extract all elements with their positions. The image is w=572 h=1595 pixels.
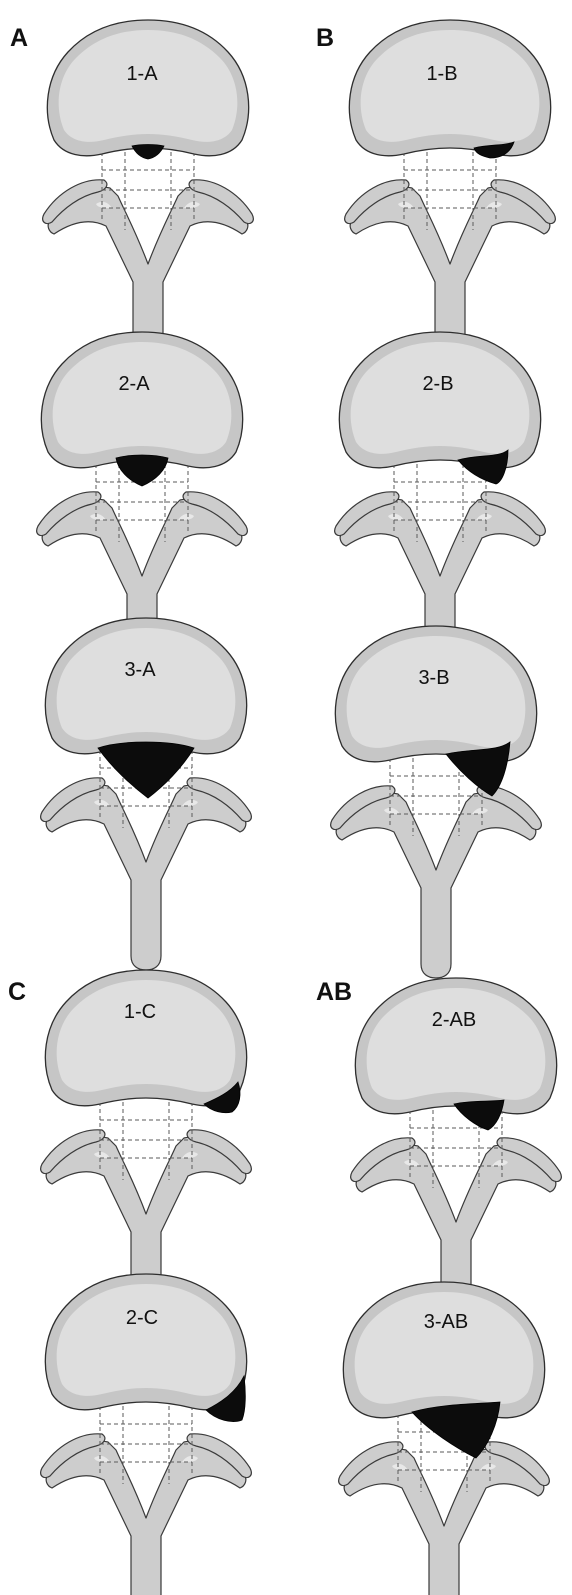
diagram-label: 3-A — [124, 659, 156, 681]
diagram-label: 2-A — [118, 373, 150, 395]
diagram-label: 1-B — [426, 63, 457, 85]
diagram-label: 2-B — [422, 373, 453, 395]
vertebra-diagram: 1-A — [43, 20, 254, 372]
vertebra-diagram: 2-AB — [351, 978, 562, 1330]
panel-label-ab: AB — [316, 978, 352, 1006]
vertebra-diagram: 1-B — [345, 20, 556, 372]
diagram-label: 3-AB — [424, 1311, 468, 1333]
vertebra-diagram: 3-AB — [339, 1282, 550, 1595]
diagram-label: 2-AB — [432, 1009, 476, 1031]
vertebra-diagram: 3-B — [331, 626, 542, 978]
vertebra-diagram: 1-C — [41, 970, 252, 1322]
diagram-label: 1-A — [126, 63, 158, 85]
panel-label-b: B — [316, 24, 334, 52]
diagram-label: 3-B — [418, 667, 449, 689]
panel-label-c: C — [8, 978, 26, 1006]
diagram-label: 2-C — [126, 1307, 158, 1329]
vertebra-diagram: 3-A — [41, 618, 252, 970]
vertebra-diagram: 2-C — [41, 1274, 252, 1595]
panel-label-a: A — [10, 24, 28, 52]
diagram-label: 1-C — [124, 1001, 156, 1023]
